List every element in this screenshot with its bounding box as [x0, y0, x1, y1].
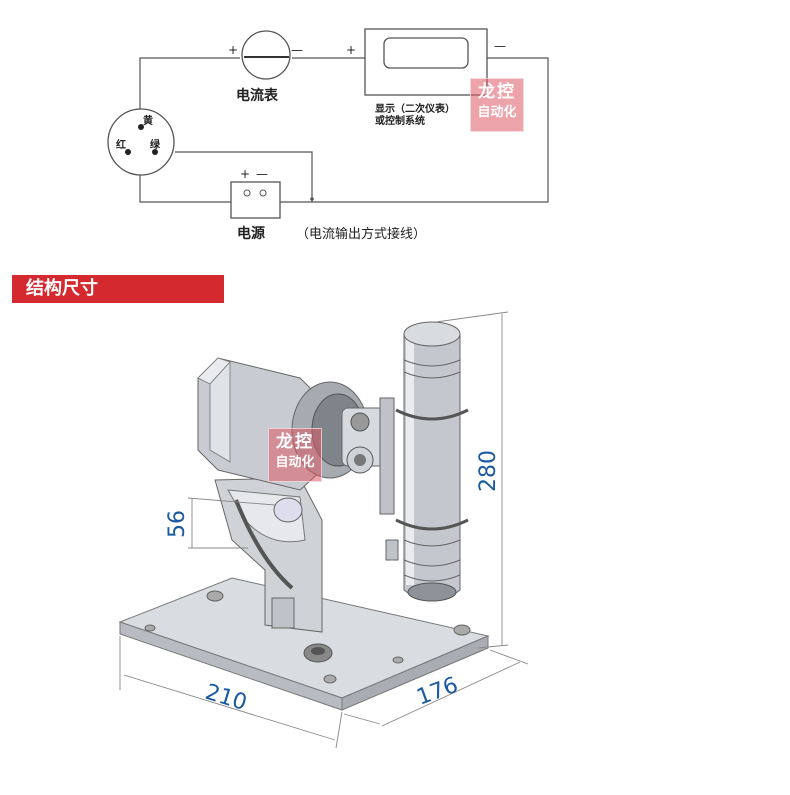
bolt [323, 674, 337, 684]
display-minus: — [494, 39, 506, 53]
center-mount-bolt-hole [311, 647, 325, 655]
sensor-connector [107, 108, 175, 176]
pivot-knob [273, 497, 303, 523]
wiring-diagram: + — 电流表 + — 显示（二次仪表） 或控制系统 黄 红 绿 + — 电源 … [107, 28, 549, 242]
terminal-red-label: 红 [116, 138, 126, 151]
dim-ext-line [187, 497, 276, 506]
dim-line-length [123, 674, 336, 741]
power-minus: — [256, 167, 268, 181]
power-box [230, 181, 281, 219]
watermark-line1: 龙控 [276, 432, 314, 452]
section-header-bar: 结构尺寸 [12, 275, 224, 303]
cable-stub [385, 539, 399, 561]
display-label-1: 显示（二次仪表） [375, 102, 455, 115]
dim-ext-line [477, 644, 509, 649]
dim-ext-line [335, 711, 343, 749]
joint-screw [350, 412, 370, 432]
wire-red [139, 170, 231, 203]
dim-axis-label: 56 [165, 510, 190, 538]
wire-junction [310, 197, 314, 201]
power-terminal-minus [259, 189, 267, 197]
probe-lens [407, 582, 457, 602]
watermark-logo: 龙控 自动化 [470, 78, 524, 132]
device-drawing: 280 56 210 176 [118, 311, 529, 749]
probe-ring [403, 359, 461, 367]
probe-ring [403, 559, 461, 567]
wire-display-power [280, 57, 549, 203]
terminal-green-label: 绿 [150, 138, 161, 151]
dim-line-width [381, 661, 521, 727]
probe-top [403, 321, 461, 347]
wire-green [175, 151, 313, 202]
bolt [453, 624, 471, 636]
probe-ring [403, 371, 461, 379]
power-plus: + [240, 167, 250, 181]
probe-ring [403, 539, 461, 547]
terminal-yellow-label: 黄 [143, 114, 153, 127]
bolt [144, 624, 156, 632]
power-terminal-plus [243, 189, 251, 197]
ammeter-plus: + [228, 43, 238, 57]
clamp-ring [395, 518, 469, 531]
dim-width-label: 176 [414, 673, 462, 711]
display-label-2: 或控制系统 [375, 114, 425, 127]
dim-ext-line [489, 649, 529, 665]
vertical-bracket [379, 397, 395, 515]
section-title: 结构尺寸 [26, 278, 98, 299]
watermark-line2: 自动化 [275, 455, 315, 470]
probe-ring [403, 574, 461, 582]
display-plus: + [346, 43, 356, 57]
bolt [206, 590, 224, 602]
base-plate-side [341, 635, 489, 711]
housing-facet [209, 360, 231, 463]
watermark-logo: 龙控 自动化 [268, 428, 322, 482]
dim-ext-line [435, 311, 509, 323]
clamp-ring [395, 408, 469, 421]
terminal-yellow-dot [138, 124, 144, 130]
dim-height-label: 280 [476, 450, 501, 492]
terminal-red-dot [125, 149, 131, 155]
clamp-block [271, 597, 295, 629]
ammeter-symbol [241, 30, 291, 80]
dim-length-label: 210 [202, 680, 249, 716]
dim-ext-line [343, 713, 381, 725]
watermark-line2: 自动化 [477, 105, 517, 120]
power-label: 电源 [237, 225, 265, 242]
bolt [392, 656, 404, 664]
watermark-line1: 龙控 [478, 82, 516, 102]
terminal-green-dot [152, 149, 158, 155]
display-screen [383, 37, 469, 69]
ammeter-minus: — [291, 43, 303, 57]
arc-slot [234, 499, 294, 590]
output-mode-label: （电流输出方式接线） [296, 226, 426, 242]
joint-pivot-center [354, 454, 366, 466]
ammeter-label: 电流表 [236, 87, 279, 104]
